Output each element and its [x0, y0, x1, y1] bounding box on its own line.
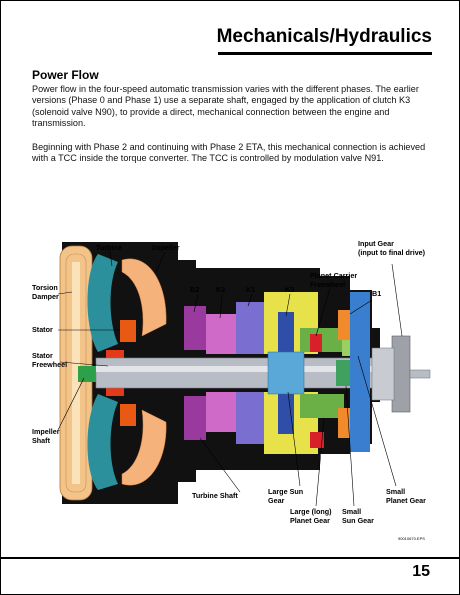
- large-planet-gear-lower: [300, 394, 344, 418]
- turbine-upper: [87, 254, 118, 352]
- label-b2: B2: [190, 285, 199, 294]
- figure-id: 90010670.EPS: [398, 536, 425, 541]
- header-rule: [218, 52, 432, 55]
- input-gear-body: [350, 292, 370, 452]
- k2-clutch-upper: [206, 314, 236, 354]
- label-small-planet-gear-1: Small: [386, 487, 405, 496]
- paragraph-1: Power flow in the four-speed automatic t…: [32, 84, 419, 129]
- label-impeller-shaft-1: Impeller: [32, 427, 60, 436]
- label-k3: K3: [285, 285, 294, 294]
- impeller-shaft-hub: [78, 366, 98, 382]
- k3-clutch-lower: [278, 388, 294, 434]
- red-part-lower: [310, 432, 324, 448]
- planet-carrier-freewheel: [310, 334, 322, 352]
- label-large-planet-gear-2: Planet Gear: [290, 516, 330, 525]
- label-small-sun-gear-2: Sun Gear: [342, 516, 374, 525]
- label-small-planet-gear-2: Planet Gear: [386, 496, 426, 505]
- footer-rule: [0, 557, 460, 559]
- label-impeller-shaft-2: Shaft: [32, 436, 51, 445]
- label-small-sun-gear-1: Small: [342, 507, 361, 516]
- section-title: Power Flow: [32, 68, 99, 82]
- label-k1: K1: [246, 285, 255, 294]
- label-input-gear-2: (input to final drive): [358, 248, 426, 257]
- label-turbine: Turbine: [96, 243, 122, 252]
- label-planet-carrier-2: Freewheel: [310, 280, 345, 289]
- label-stator-freewheel-2: Freewheel: [32, 360, 67, 369]
- paragraph-2: Beginning with Phase 2 and continuing wi…: [32, 142, 426, 164]
- stator-upper: [120, 320, 136, 342]
- label-b1: B1: [372, 289, 381, 298]
- page-header-title: Mechanicals/Hydraulics: [216, 26, 432, 47]
- label-planet-carrier-1: Planet Carrier: [310, 271, 357, 280]
- label-stator: Stator: [32, 325, 53, 334]
- label-large-planet-gear-1: Large (long): [290, 507, 332, 516]
- label-large-sun-gear-1: Large Sun: [268, 487, 303, 496]
- output-shaft: [409, 369, 431, 379]
- label-impeller: Impeller: [152, 243, 180, 252]
- label-torsion-damper-1: Torsion: [32, 283, 58, 292]
- b2-brake-upper: [184, 306, 206, 350]
- k2-clutch-lower: [206, 392, 236, 432]
- label-stator-freewheel-1: Stator: [32, 351, 53, 360]
- label-turbine-shaft: Turbine Shaft: [192, 491, 238, 500]
- label-large-sun-gear-2: Gear: [268, 496, 285, 505]
- impeller-upper: [121, 258, 167, 337]
- k3-clutch-upper: [278, 312, 294, 358]
- impeller-lower: [121, 409, 167, 486]
- turbine-lower: [87, 394, 118, 490]
- label-k2: K2: [216, 285, 225, 294]
- page-number: 15: [412, 563, 430, 580]
- large-sun-gear: [267, 351, 305, 395]
- power-flow-diagram: Turbine Impeller Torsion Damper Stator S…: [32, 239, 431, 541]
- b2-brake-lower: [184, 396, 206, 440]
- k1-clutch-lower: [236, 392, 268, 444]
- label-input-gear-1: Input Gear: [358, 239, 394, 248]
- label-torsion-damper-2: Damper: [32, 292, 59, 301]
- input-gear-teeth: [391, 335, 411, 413]
- k1-clutch-upper: [236, 302, 268, 354]
- stator-lower: [120, 404, 136, 426]
